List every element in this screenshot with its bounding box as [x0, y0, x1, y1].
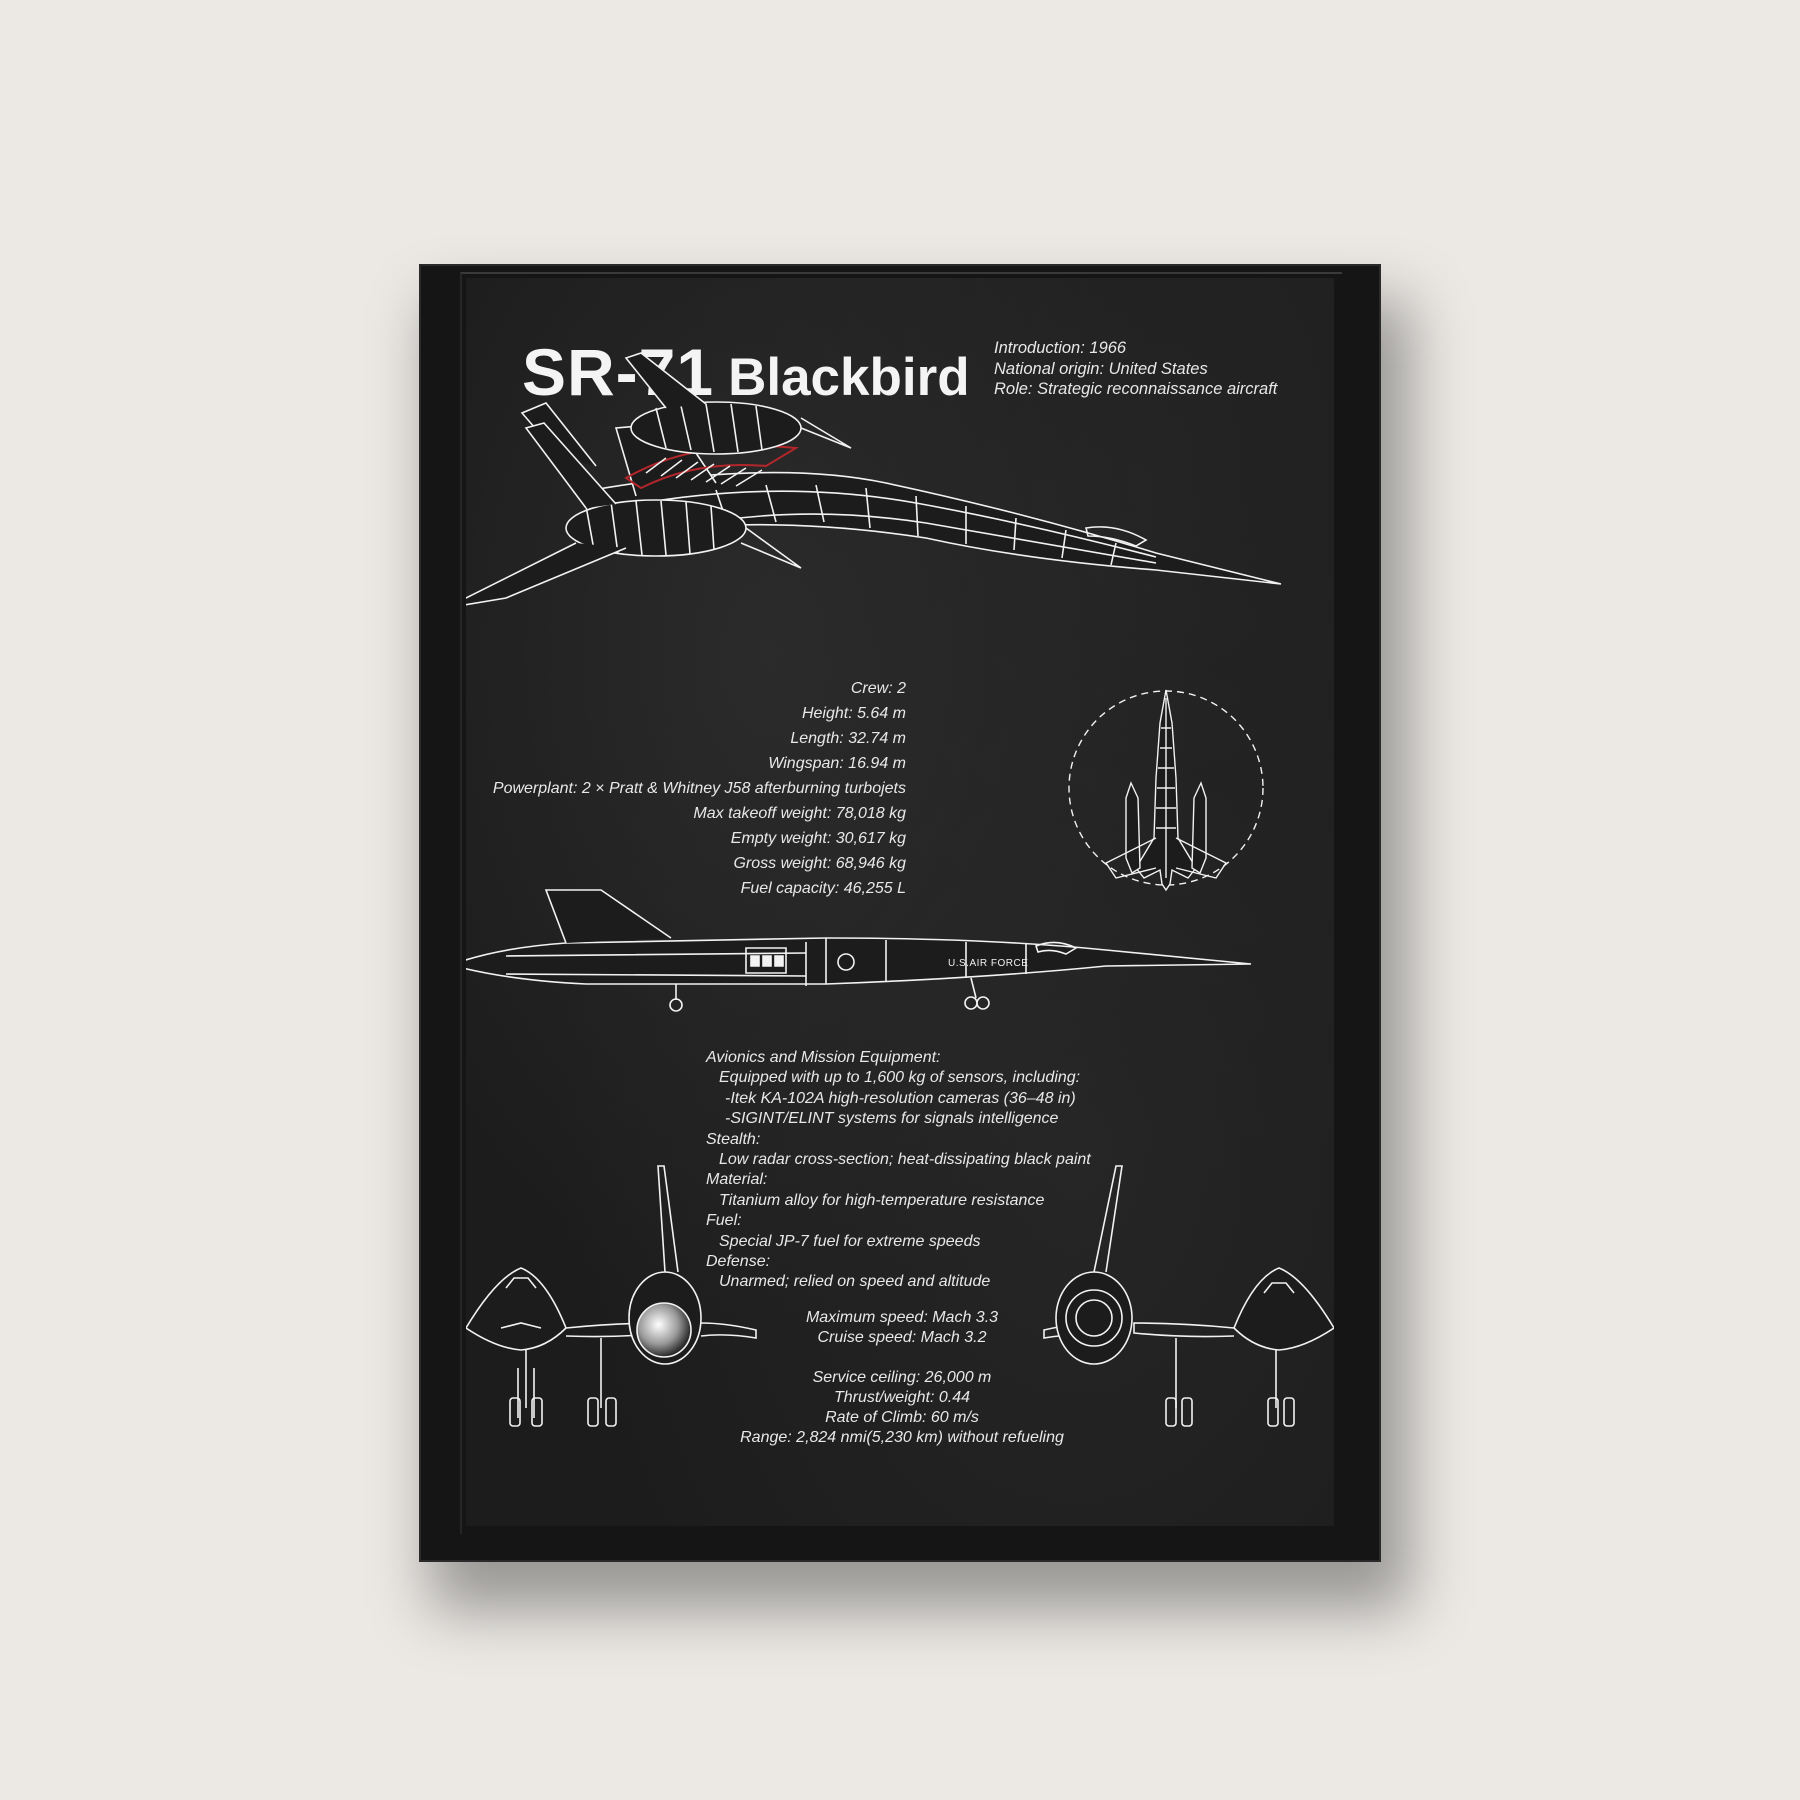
equipment-item: Unarmed; relied on speed and altitude [719, 1273, 991, 1291]
spec-item: Empty weight: 30,617 kg [730, 830, 906, 847]
title-name: Blackbird [728, 348, 970, 407]
equipment-heading: Fuel: [706, 1212, 742, 1230]
equipment-heading: Material: [706, 1171, 768, 1189]
top-view-illustration [1069, 690, 1263, 890]
performance-item: Thrust/weight: 0.44 [833, 1389, 971, 1406]
equipment-item: Low radar cross-section; heat-dissipatin… [719, 1151, 1091, 1169]
perspective-view-illustration [466, 353, 1281, 608]
performance-item: Cruise speed: Mach 3.2 [817, 1329, 987, 1346]
performance-spacer [792, 1348, 1012, 1368]
spec-item: Max takeoff weight: 78,018 kg [693, 805, 906, 822]
equipment-heading: Defense: [706, 1253, 771, 1271]
equipment-list: Avionics and Mission Equipment: Equipped… [706, 1048, 1091, 1293]
front-view-illustration-left [466, 1166, 756, 1426]
equipment-item: -SIGINT/ELINT systems for signals intell… [725, 1110, 1059, 1128]
equipment-item: Special JP-7 fuel for extreme speeds [719, 1232, 981, 1250]
spec-item: Length: 32.74 m [790, 730, 906, 747]
frame-bevel [460, 272, 1342, 1534]
performance-item: Range: 2,824 nmi(5,230 km) without refue… [740, 1429, 1064, 1446]
spec-item: Powerplant: 2 × Pratt & Whitney J58 afte… [492, 780, 906, 797]
upper-engine-nacelle [626, 353, 851, 454]
equipment-heading: Stealth: [706, 1130, 761, 1148]
equipment-item: Equipped with up to 1,600 kg of sensors,… [719, 1069, 1081, 1087]
performance-list: Maximum speed: Mach 3.3 Cruise speed: Ma… [740, 1308, 1064, 1448]
spec-list: Crew: 2 Height: 5.64 m Length: 32.74 m W… [493, 676, 906, 901]
equipment-item: Titanium alloy for high-temperature resi… [719, 1191, 1045, 1209]
performance-item: Maximum speed: Mach 3.3 [805, 1309, 999, 1326]
meta-introduction: Introduction: 1966 [994, 339, 1127, 357]
spec-item: Crew: 2 [850, 680, 906, 697]
side-view-illustration [466, 890, 1251, 1011]
meta-origin: National origin: United States [994, 359, 1208, 378]
equipment-heading: Avionics and Mission Equipment: [706, 1049, 941, 1066]
meta-role: Role: Strategic reconnaissance aircraft [994, 380, 1278, 398]
air-force-decal: U.S.AIR FORCE [948, 958, 1029, 969]
equipment-item: -Itek KA-102A high-resolution cameras (3… [725, 1089, 1076, 1107]
spec-item: Gross weight: 68,946 kg [733, 855, 906, 872]
performance-item: Rate of Climb: 60 m/s [825, 1409, 979, 1426]
performance-item: Service ceiling: 26,000 m [812, 1369, 992, 1386]
spec-item: Height: 5.64 m [801, 705, 906, 722]
lower-engine-nacelle [466, 423, 801, 608]
intro-meta: Introduction: 1966 National origin: Unit… [994, 338, 1277, 400]
spec-item: Wingspan: 16.94 m [768, 755, 906, 772]
blueprint-drawings [466, 278, 1334, 1526]
spec-item: Fuel capacity: 46,255 L [740, 880, 906, 897]
front-view-illustration-right [1044, 1166, 1334, 1426]
